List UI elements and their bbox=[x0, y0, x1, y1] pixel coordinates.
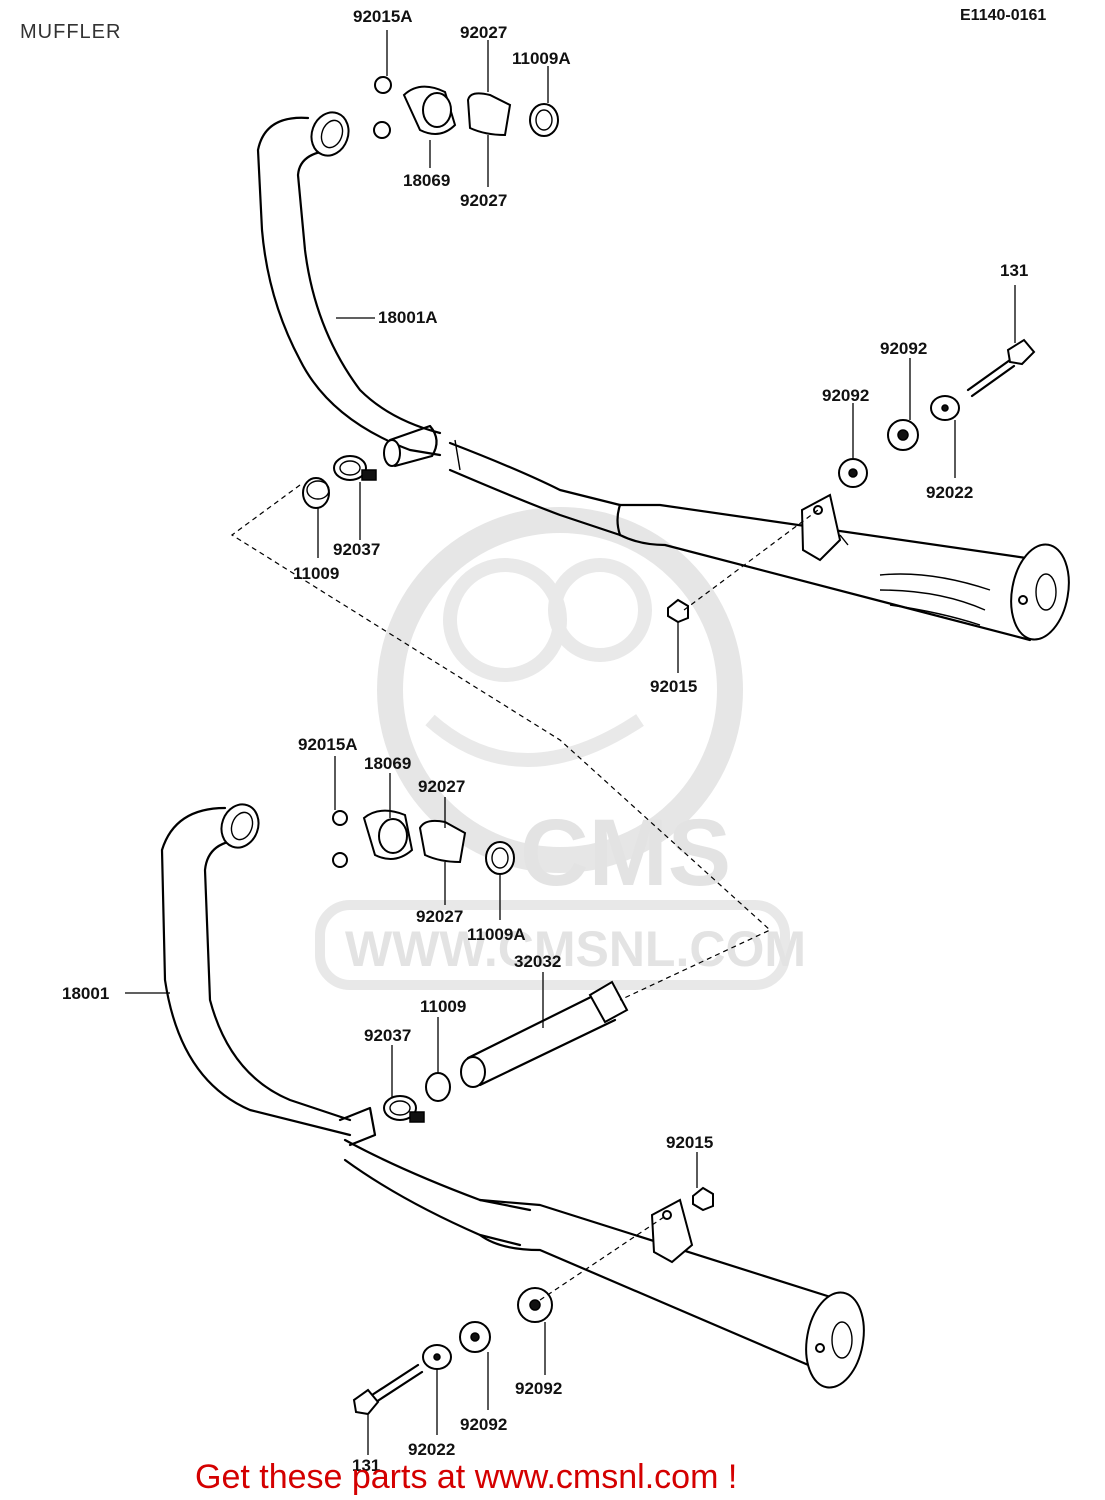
diagram-code: E1140-0161 bbox=[960, 7, 1046, 24]
lower-exhaust-assembly bbox=[160, 803, 865, 1416]
label-92027-bottom-a: 92027 bbox=[418, 777, 465, 796]
label-92037-bottom: 92037 bbox=[364, 1026, 411, 1045]
label-92015A-bottom: 92015A bbox=[298, 735, 358, 754]
label-32032: 32032 bbox=[514, 952, 561, 971]
label-11009-bottom: 11009 bbox=[420, 997, 466, 1016]
label-92027-bottom-b: 92027 bbox=[416, 907, 463, 926]
label-92092-bottom-b: 92092 bbox=[460, 1415, 507, 1434]
label-92037-top: 92037 bbox=[333, 540, 380, 559]
label-11009A-top: 11009A bbox=[512, 49, 571, 68]
label-11009-top: 11009 bbox=[293, 564, 339, 583]
label-92092-bottom-a: 92092 bbox=[515, 1379, 562, 1398]
label-11009A-bottom: 11009A bbox=[467, 925, 526, 944]
label-92015-bottom: 92015 bbox=[666, 1133, 713, 1152]
watermark-site: WWW.CMSNL.COM bbox=[345, 921, 806, 977]
label-92092-top-a: 92092 bbox=[880, 339, 927, 358]
cms-watermark: CMS WWW.CMSNL.COM bbox=[315, 507, 806, 990]
label-131-bottom: 131 bbox=[352, 1456, 380, 1475]
upper-exhaust-assembly bbox=[256, 76, 1070, 642]
label-131-top: 131 bbox=[1000, 261, 1028, 280]
watermark-brand: CMS bbox=[520, 800, 731, 906]
label-92015-top: 92015 bbox=[650, 677, 697, 696]
label-18001A: 18001A bbox=[378, 308, 438, 327]
label-92027-top-b: 92027 bbox=[460, 191, 507, 210]
label-92015A-top: 92015A bbox=[353, 7, 413, 26]
label-92022-bottom: 92022 bbox=[408, 1440, 455, 1459]
label-92092-top-b: 92092 bbox=[822, 386, 869, 405]
label-18069-top: 18069 bbox=[403, 171, 450, 190]
part-labels: 92015A 92027 11009A 18069 92027 18001A 1… bbox=[62, 7, 1028, 1475]
footer-cta-link[interactable]: Get these parts at www.cmsnl.com ! bbox=[195, 1458, 737, 1496]
page-title: MUFFLER bbox=[20, 21, 121, 43]
balance-pipe-dashed-line bbox=[230, 484, 772, 1001]
label-92022-top: 92022 bbox=[926, 483, 973, 502]
label-92027-top-a: 92027 bbox=[460, 23, 507, 42]
leader-lines bbox=[125, 30, 1016, 1455]
label-18069-bottom: 18069 bbox=[364, 754, 411, 773]
label-18001: 18001 bbox=[62, 984, 109, 1003]
